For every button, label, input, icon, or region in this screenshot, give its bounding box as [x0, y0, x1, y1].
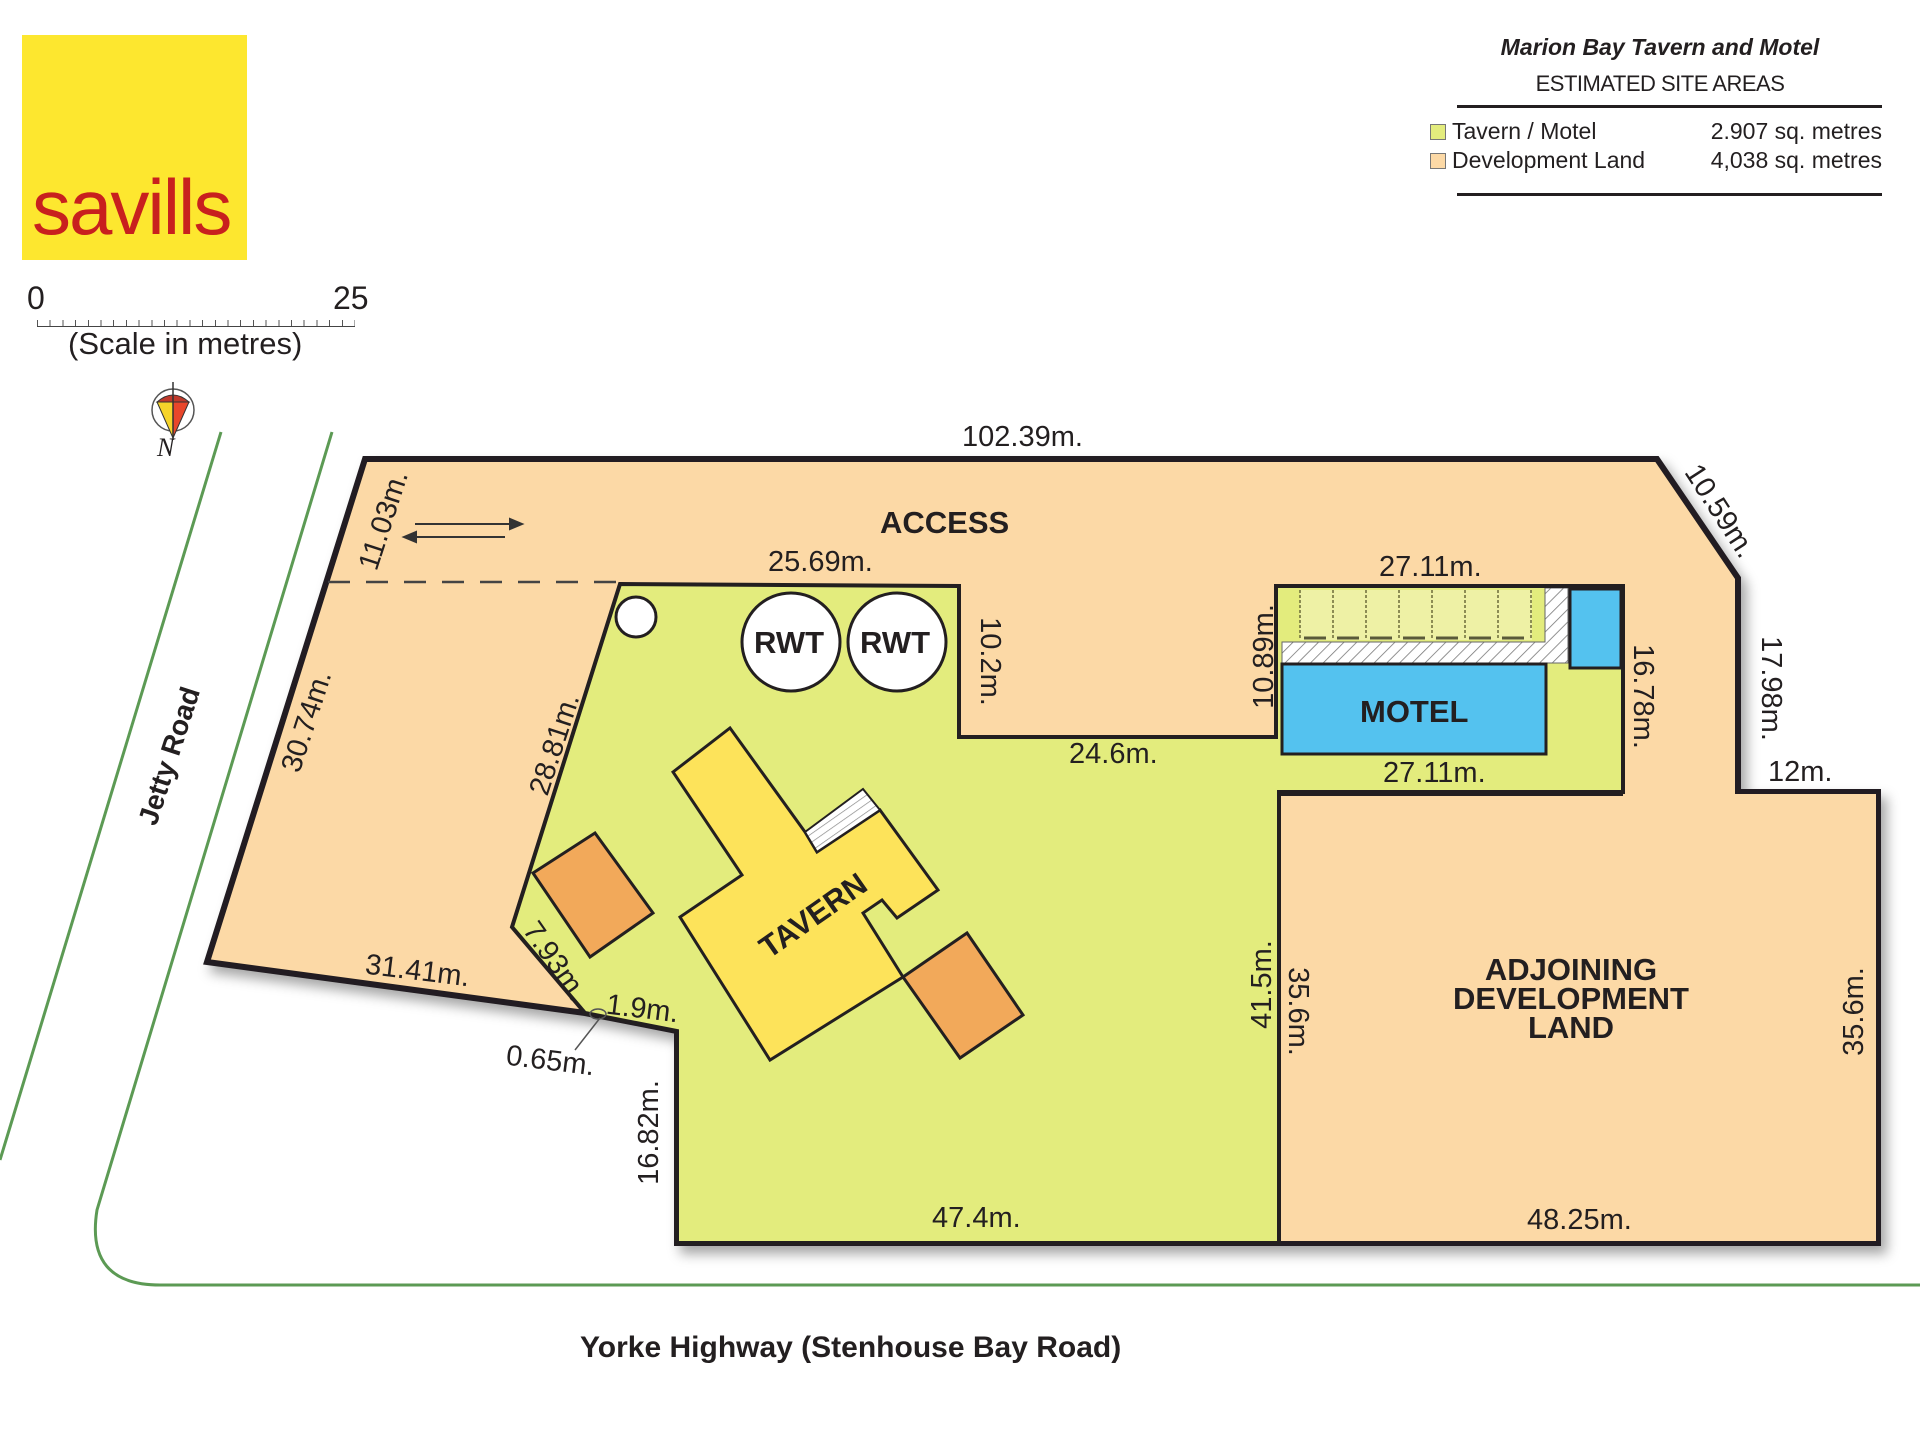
adjoining-development-land [1281, 794, 1876, 1241]
dim-right-lower: 35.6m. [1837, 967, 1870, 1056]
dim-right-step: 12m. [1768, 756, 1833, 788]
motel-label: MOTEL [1360, 694, 1469, 729]
legend-value: 4,038 sq. metres [1710, 147, 1882, 173]
small-tank-icon [614, 595, 658, 639]
jetty-road-west-line [0, 431, 223, 1161]
motel-annex-building [1568, 587, 1623, 670]
legend-divider-top [1457, 105, 1882, 108]
dim-adjoining-west: 35.6m. [1281, 967, 1314, 1056]
scale-ruler [37, 320, 355, 327]
rainwater-tank-2-icon [846, 591, 948, 693]
motel-building [1280, 662, 1548, 756]
outbuilding-west [530, 830, 656, 960]
adjoining-land-label: ADJOINING DEVELOPMENT LAND [1453, 952, 1689, 1045]
north-arrow-icon [151, 382, 195, 440]
dim-left-lower-vert: 16.82m. [632, 1080, 665, 1185]
adjoining-line-1: ADJOINING [1484, 952, 1658, 987]
dim-tavern-top: 25.69m. [768, 546, 873, 578]
legend-divider-bottom [1457, 193, 1882, 196]
two-way-traffic-arrows-icon [401, 517, 525, 544]
tavern-hatched-annex [803, 787, 882, 854]
dim-notch-bottom: 24.6m. [1069, 738, 1158, 770]
jetty-road-east-and-highway-line [93, 431, 1920, 1287]
adjoining-line-3: LAND [1527, 1010, 1615, 1045]
scale-caption: (Scale in metres) [68, 326, 303, 361]
legend-row-development-land: Development Land 4,038 sq. metres [1430, 147, 1882, 174]
dim-right-upper: 17.98m. [1754, 636, 1787, 741]
logo-text: savills [32, 163, 232, 251]
development-land-swatch-icon [1430, 152, 1446, 169]
rwt-2-label: RWT [860, 625, 931, 660]
dim-motel-bottom: 27.11m. [1383, 757, 1486, 789]
legend-value: 2.907 sq. metres [1710, 118, 1882, 144]
legend-title: Marion Bay Tavern and Motel [1500, 34, 1820, 60]
legend-subtitle: ESTIMATED SITE AREAS [1535, 71, 1785, 96]
scale-end: 25 [333, 280, 369, 316]
motel-parking-stalls [1280, 588, 1545, 642]
dim-bottom-mid: 47.4m. [932, 1202, 1021, 1234]
dim-notch-left: 10.2m. [973, 617, 1006, 706]
rwt-1-label: RWT [754, 625, 825, 660]
legend-row-tavern-motel: Tavern / Motel 2.907 sq. metres [1430, 118, 1882, 145]
savills-logo: savills [22, 35, 247, 260]
legend-label: Tavern / Motel [1452, 118, 1597, 144]
north-label: N [157, 433, 175, 462]
legend-label: Development Land [1452, 147, 1646, 173]
dim-motel-top: 27.11m. [1379, 551, 1482, 583]
site-areas-legend: Marion Bay Tavern and Motel ESTIMATED SI… [1430, 30, 1885, 196]
dim-top: 102.39m. [962, 421, 1083, 453]
tavern-motel-swatch-icon [1430, 123, 1446, 140]
dim-tavern-east: 41.5m. [1245, 940, 1278, 1029]
outbuilding-southeast [900, 930, 1026, 1061]
dim-motel-right: 16.78m. [1626, 644, 1659, 749]
rainwater-tank-1-icon [740, 591, 842, 693]
dim-bottom-right: 48.25m. [1527, 1204, 1632, 1236]
yorke-highway-label: Yorke Highway (Stenhouse Bay Road) [580, 1331, 1122, 1364]
adjoining-line-2: DEVELOPMENT [1453, 981, 1689, 1016]
access-label: ACCESS [880, 505, 1010, 540]
dim-notch-right: 10.89m. [1247, 604, 1280, 709]
scale-start: 0 [27, 280, 45, 316]
